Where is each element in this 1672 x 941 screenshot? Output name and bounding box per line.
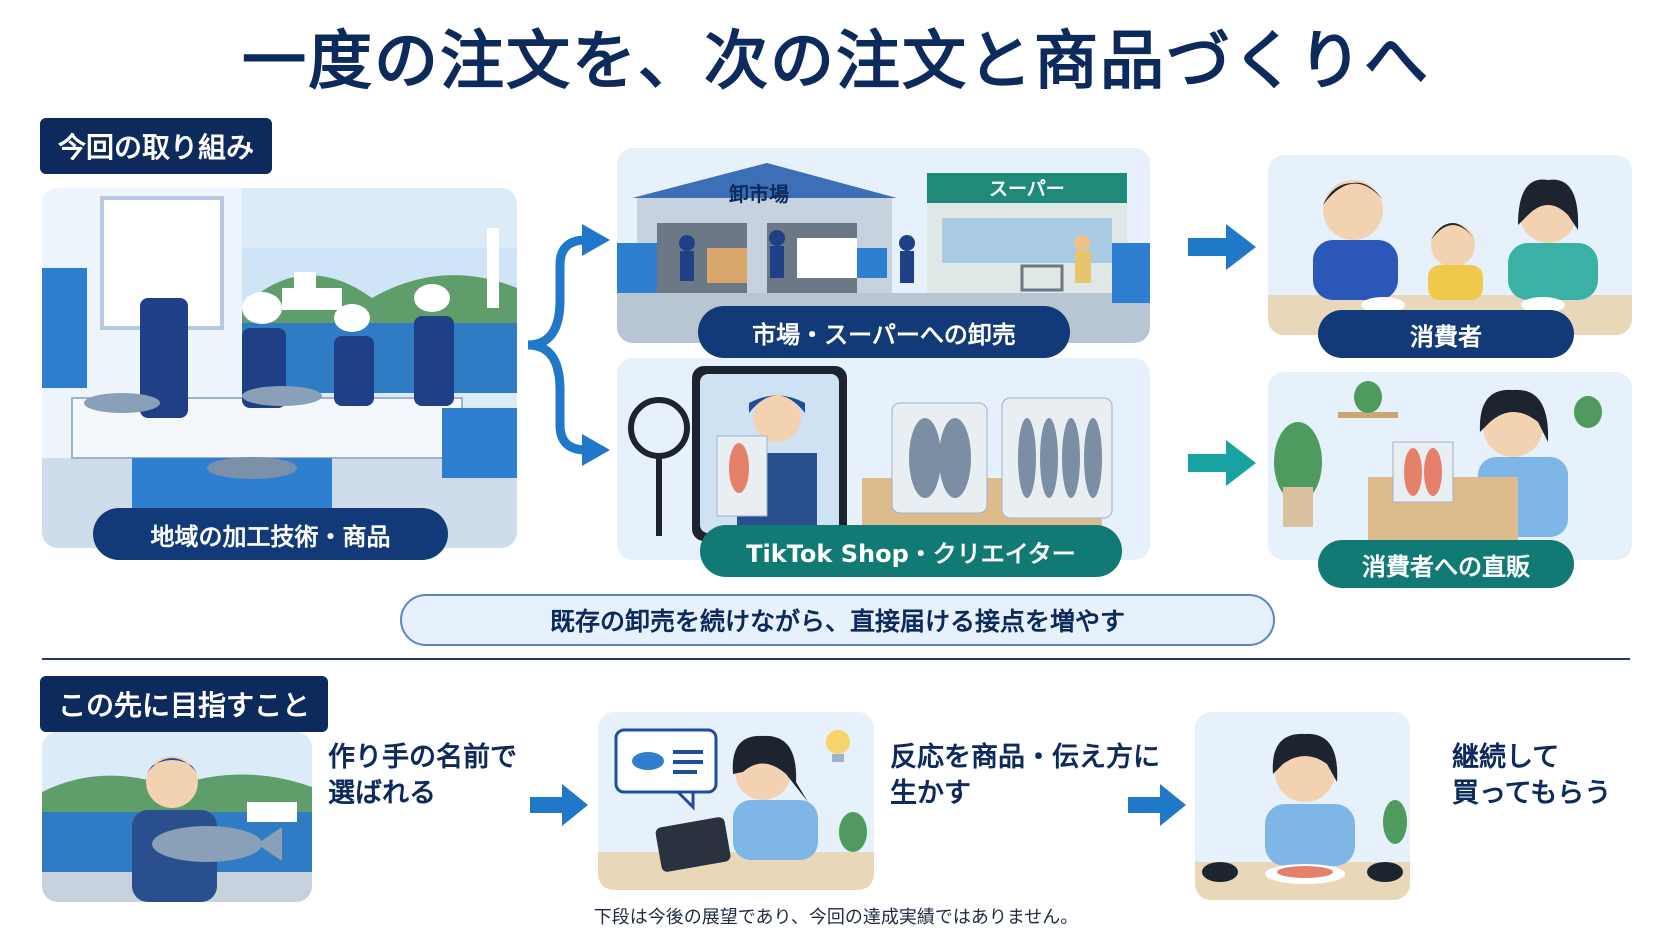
future-step-1-line2: 選ばれる: [328, 778, 436, 810]
future-step-2-text: 反応を商品・伝え方に 生かす: [890, 740, 1160, 813]
happy-eater-illustration: [1195, 712, 1410, 900]
wholesale-to-consumer-arrow: [1188, 222, 1258, 272]
speech-bubble-icon: [614, 728, 718, 794]
future-arrow-1: [530, 782, 590, 828]
footnote: 下段は今後の展望であり、今回の達成実績ではありません。: [593, 907, 1079, 928]
wholesale-label-pill: 市場・スーパーへの卸売: [698, 306, 1070, 358]
current-section-tag: 今回の取り組み: [40, 118, 273, 174]
sign-market: 卸市場: [729, 182, 789, 206]
future-step-1-text: 作り手の名前で 選ばれる: [328, 740, 517, 813]
future-step-2-line2: 生かす: [890, 778, 971, 810]
processing-workers-illustration: [42, 188, 517, 548]
consumer-label-pill: 消費者: [1318, 310, 1574, 358]
tiktok-label-pill: TikTok Shop・クリエイター: [700, 525, 1122, 577]
feedback-analysis-illustration: [598, 712, 874, 890]
market-supermarket-illustration: 卸市場 スーパー: [617, 148, 1150, 343]
maker-with-fish-illustration: [42, 732, 312, 902]
future-arrow-2: [1128, 782, 1188, 828]
source-label-pill: 地域の加工技術・商品: [93, 508, 448, 560]
section-divider: [42, 658, 1630, 660]
future-step-3-line1: 継続して: [1452, 742, 1560, 773]
future-step-1-line1: 作り手の名前で: [328, 742, 517, 773]
future-section-tag: この先に目指すこと: [40, 676, 329, 732]
branch-arrow: [520, 210, 610, 480]
future-step-2-line1: 反応を商品・伝え方に: [890, 742, 1160, 773]
direct-sale-illustration: [1268, 372, 1632, 560]
direct-sale-label-pill: 消費者への直販: [1318, 540, 1574, 588]
fish-icon: [632, 752, 664, 770]
summary-banner: 既存の卸売を続けながら、直接届ける接点を増やす: [400, 594, 1275, 646]
family-eating-illustration: [1268, 155, 1632, 335]
page-title: 一度の注文を、次の注文と商品づくりへ: [242, 25, 1430, 99]
shopping-basket-icon: [1020, 264, 1064, 292]
sign-supermarket: スーパー: [989, 178, 1065, 200]
future-step-3-line2: 買ってもらう: [1452, 778, 1612, 810]
future-step-3-text: 継続して 買ってもらう: [1452, 740, 1611, 813]
lightbulb-icon: [826, 730, 850, 754]
tiktok-to-direct-arrow: [1188, 438, 1258, 488]
